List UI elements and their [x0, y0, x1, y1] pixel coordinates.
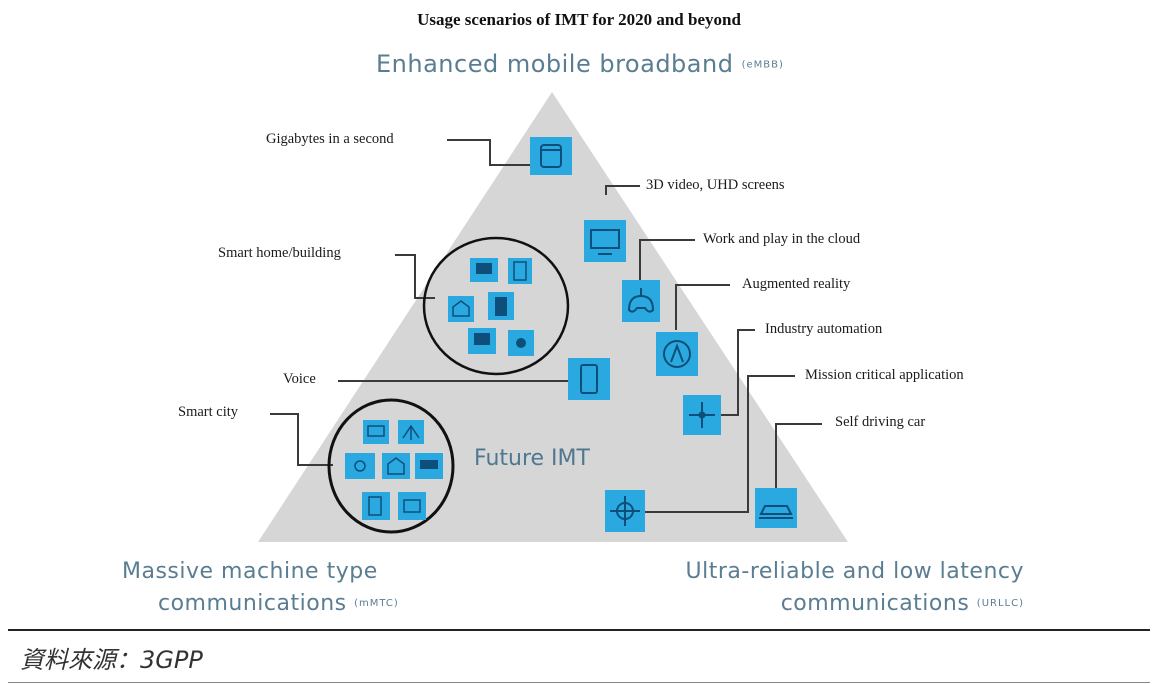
connector-industry — [720, 329, 755, 416]
meter-icon — [362, 492, 390, 520]
corner-embb: Enhanced mobile broadband (eMBB) — [376, 50, 784, 78]
appliance-icon — [508, 330, 534, 356]
corner-urllc-line2-wrap: communications (URLLC) — [664, 588, 1024, 620]
diagram-title: Usage scenarios of IMT for 2020 and beyo… — [417, 10, 741, 29]
label-voice: Voice — [283, 371, 316, 387]
corner-mmtc: Massive machine type communications (mMT… — [122, 556, 399, 620]
self-driving-car-icon — [755, 488, 797, 528]
house-icon — [448, 296, 474, 322]
smart-home-icons — [448, 258, 534, 356]
label-smart-city: Smart city — [178, 404, 239, 420]
smart-city-icons — [345, 420, 443, 520]
label-cloud: Work and play in the cloud — [703, 231, 861, 247]
industry-automation-icon — [683, 395, 721, 435]
fridge-icon — [508, 258, 532, 284]
label-gigabytes: Gigabytes in a second — [266, 131, 394, 147]
home-icon — [382, 453, 410, 479]
sensor-icon — [345, 453, 375, 479]
mission-critical-icon — [605, 490, 645, 532]
connector-gigabytes — [447, 139, 530, 166]
gamepad-icon — [622, 280, 660, 322]
corner-embb-abbr: (eMBB) — [741, 59, 784, 71]
connector-3dvideo — [605, 185, 640, 195]
hub-label: Future IMT — [474, 446, 590, 471]
corner-mmtc-line1: Massive machine type — [122, 559, 378, 584]
connector-ar — [675, 284, 730, 330]
label-mission: Mission critical application — [805, 367, 964, 383]
monitor-icon — [468, 328, 496, 354]
source-divider — [8, 629, 1150, 631]
corner-embb-label: Enhanced mobile broadband — [376, 50, 734, 78]
voice-phone-icon — [568, 358, 610, 400]
label-3d-video: 3D video, UHD screens — [646, 177, 785, 193]
smart-home-cluster — [422, 236, 570, 376]
corner-urllc-abbr: (URLLC) — [976, 598, 1024, 609]
connector-smartcity — [270, 413, 333, 466]
screen-icon — [584, 220, 626, 262]
ar-icon — [656, 332, 698, 376]
label-ar: Augmented reality — [742, 276, 851, 292]
corner-urllc-line2: communications — [780, 591, 970, 616]
building-icon — [488, 292, 514, 320]
network-icon — [398, 420, 424, 444]
connector-cloud — [639, 239, 695, 280]
corner-mmtc-line2-wrap: communications (mMTC) — [122, 588, 399, 620]
label-smart-home: Smart home/building — [218, 245, 341, 261]
connector-selfdriving — [775, 423, 822, 488]
corner-mmtc-abbr: (mMTC) — [354, 598, 399, 609]
camera-icon — [398, 492, 426, 520]
connector-mission — [640, 375, 795, 513]
corner-urllc-line1: Ultra-reliable and low latency — [685, 559, 1024, 584]
bus-icon — [363, 420, 389, 444]
label-industry: Industry automation — [765, 321, 883, 337]
source-caption: 資料來源：3GPP — [20, 646, 203, 674]
smart-city-cluster — [327, 398, 455, 534]
tv-icon — [470, 258, 498, 282]
truck-icon — [415, 453, 443, 479]
bottom-divider — [8, 682, 1150, 683]
corner-mmtc-line2: communications — [158, 591, 347, 616]
corner-urllc: Ultra-reliable and low latency communica… — [664, 556, 1024, 620]
gigabytes-icon — [530, 137, 572, 175]
label-self-driving: Self driving car — [835, 414, 926, 430]
